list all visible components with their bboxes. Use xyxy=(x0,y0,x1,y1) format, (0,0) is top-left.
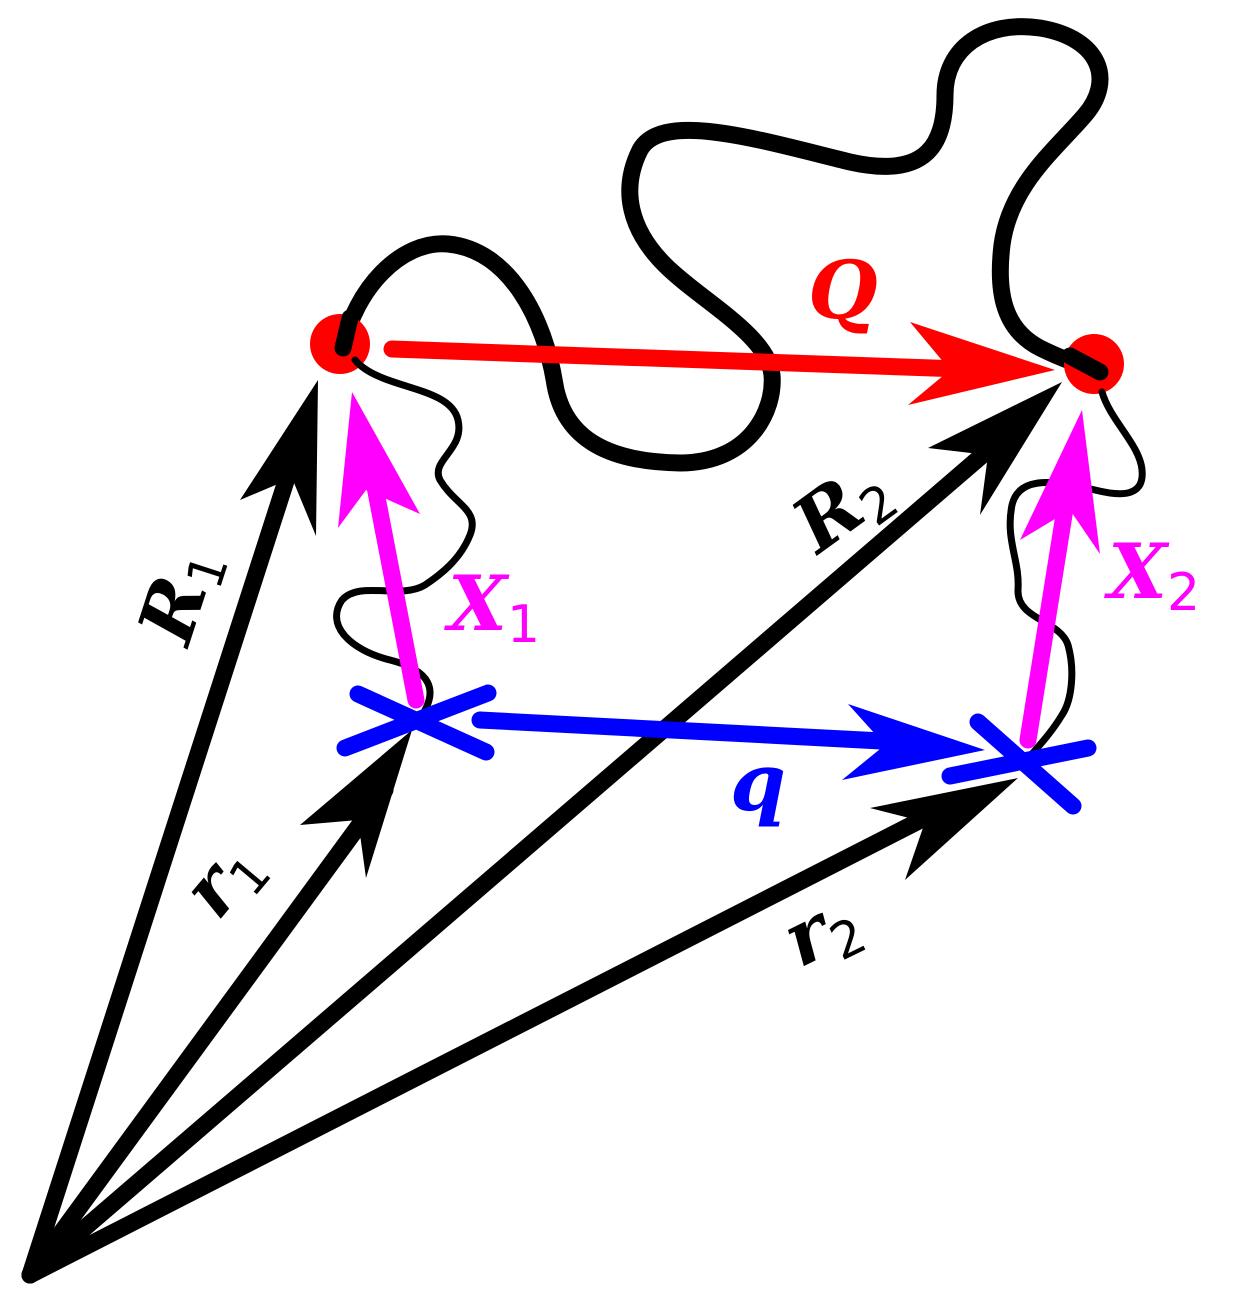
thin-chain-2 xyxy=(1006,388,1146,766)
label-Q: Q xyxy=(808,243,878,337)
vector-Q xyxy=(383,322,1055,405)
vector-R2 xyxy=(21,382,1062,1284)
vector-X2 xyxy=(1019,410,1100,749)
cross-1 xyxy=(336,684,497,761)
chain-end-1 xyxy=(334,309,359,357)
label-X2: X2 xyxy=(1104,527,1200,623)
label-q: q xyxy=(730,735,786,829)
label-R1: R1 xyxy=(120,536,240,658)
vector-r1 xyxy=(21,730,412,1284)
vector-X1 xyxy=(338,392,425,709)
label-X1: X1 xyxy=(444,559,540,655)
label-R2: R2 xyxy=(775,442,909,576)
label-r1: r1 xyxy=(164,821,283,937)
vector-r2 xyxy=(21,778,1018,1284)
vector-q xyxy=(471,704,985,780)
polymer-chain-thick xyxy=(334,18,1109,472)
vector-R1 xyxy=(21,380,318,1284)
cross-2 xyxy=(941,713,1097,815)
chain-end-2 xyxy=(1061,347,1109,381)
thin-chain-1 xyxy=(333,356,476,722)
